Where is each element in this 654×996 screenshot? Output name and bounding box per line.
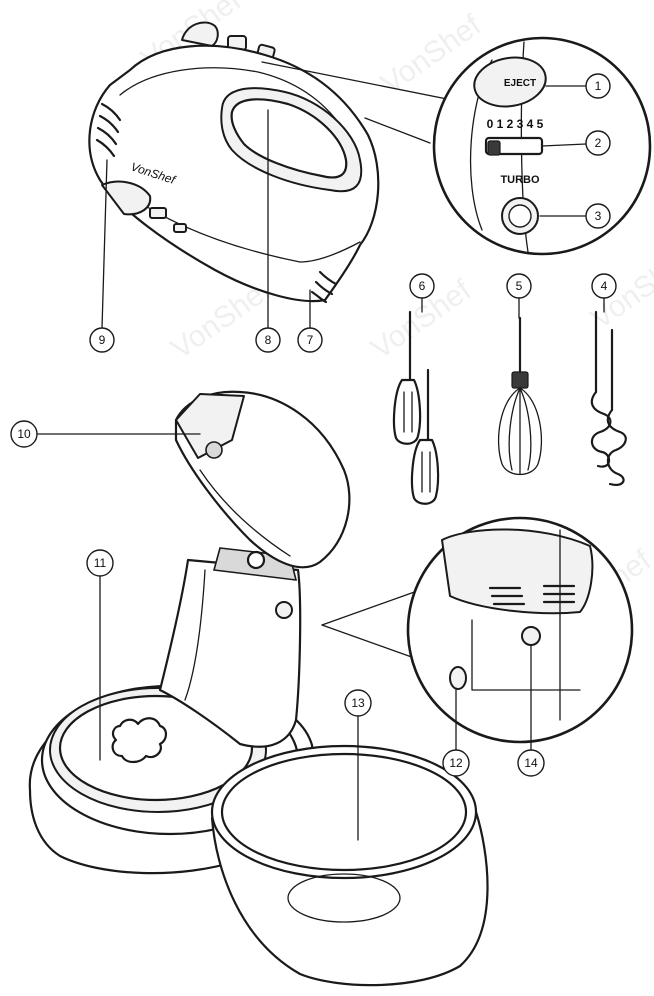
callout-6: 6 <box>409 273 435 299</box>
hand-mixer-holder[interactable] <box>175 393 245 459</box>
svg-text:1: 1 <box>595 79 602 93</box>
speed-switch-knob[interactable] <box>487 140 501 156</box>
svg-text:2: 2 <box>595 136 602 150</box>
svg-text:3: 3 <box>595 209 602 223</box>
whisk <box>497 316 543 476</box>
callout-10: 10 <box>10 420 38 448</box>
svg-text:8: 8 <box>265 333 272 347</box>
zoom-line <box>321 624 421 661</box>
svg-text:5: 5 <box>516 279 523 293</box>
callout-13: 13 <box>344 689 372 717</box>
bowl-rim-inner <box>220 752 468 872</box>
release-button[interactable] <box>205 441 223 459</box>
callout-3: 3 <box>585 203 611 229</box>
callout-1: 1 <box>585 73 611 99</box>
svg-text:10: 10 <box>17 427 31 441</box>
detail-head <box>441 528 594 615</box>
svg-text:9: 9 <box>99 333 106 347</box>
mixing-bowl <box>210 744 489 987</box>
detail-vents <box>488 584 576 606</box>
callout-8: 8 <box>255 327 281 353</box>
speed-dial[interactable] <box>449 666 467 690</box>
air-vents <box>95 102 122 158</box>
svg-text:12: 12 <box>449 756 463 770</box>
speed-scale-label: 0 1 2 3 4 5 <box>487 117 544 131</box>
tilt-lever[interactable] <box>521 626 541 646</box>
callout-11: 11 <box>86 549 114 577</box>
beaters <box>392 310 440 505</box>
stand-column <box>158 558 302 748</box>
turbo-label: TURBO <box>500 174 540 186</box>
zoom-line <box>321 589 421 626</box>
callout-4: 4 <box>591 273 617 299</box>
rear-grip <box>310 270 338 304</box>
zoom-line <box>261 61 463 103</box>
callout-14: 14 <box>517 749 545 777</box>
zoom-line <box>364 117 431 144</box>
detail-column <box>471 619 581 691</box>
svg-text:4: 4 <box>601 279 608 293</box>
callout-leaders <box>37 85 605 841</box>
svg-text:11: 11 <box>94 556 107 570</box>
tilt-release-button[interactable] <box>275 601 293 619</box>
stand <box>28 390 351 875</box>
eject-bump <box>181 21 219 47</box>
hinge-pin <box>246 550 266 570</box>
callout-9: 9 <box>89 327 115 353</box>
socket-notch <box>173 223 187 233</box>
turntable-knob[interactable] <box>111 717 168 764</box>
dough-hooks <box>590 310 627 486</box>
column-contour <box>184 569 206 701</box>
callout-2: 2 <box>585 130 611 156</box>
svg-text:14: 14 <box>524 756 538 770</box>
detail-zoom <box>321 516 634 744</box>
callout-7: 7 <box>297 327 323 353</box>
svg-text:6: 6 <box>419 279 426 293</box>
callout-5: 5 <box>506 273 532 299</box>
svg-text:7: 7 <box>307 333 314 347</box>
callout-12: 12 <box>442 749 470 777</box>
eject-label: EJECT <box>504 78 536 89</box>
turbo-button-center <box>508 204 532 228</box>
head-contour <box>199 469 291 557</box>
body-contour <box>119 67 351 141</box>
svg-text:13: 13 <box>351 696 365 710</box>
handle-inner <box>230 98 348 179</box>
hand-mixer: VonShef <box>88 21 380 304</box>
socket-notch <box>149 207 167 219</box>
eject-button[interactable] <box>470 52 549 112</box>
beater-socket <box>101 180 152 216</box>
bowl-bottom <box>287 873 401 923</box>
